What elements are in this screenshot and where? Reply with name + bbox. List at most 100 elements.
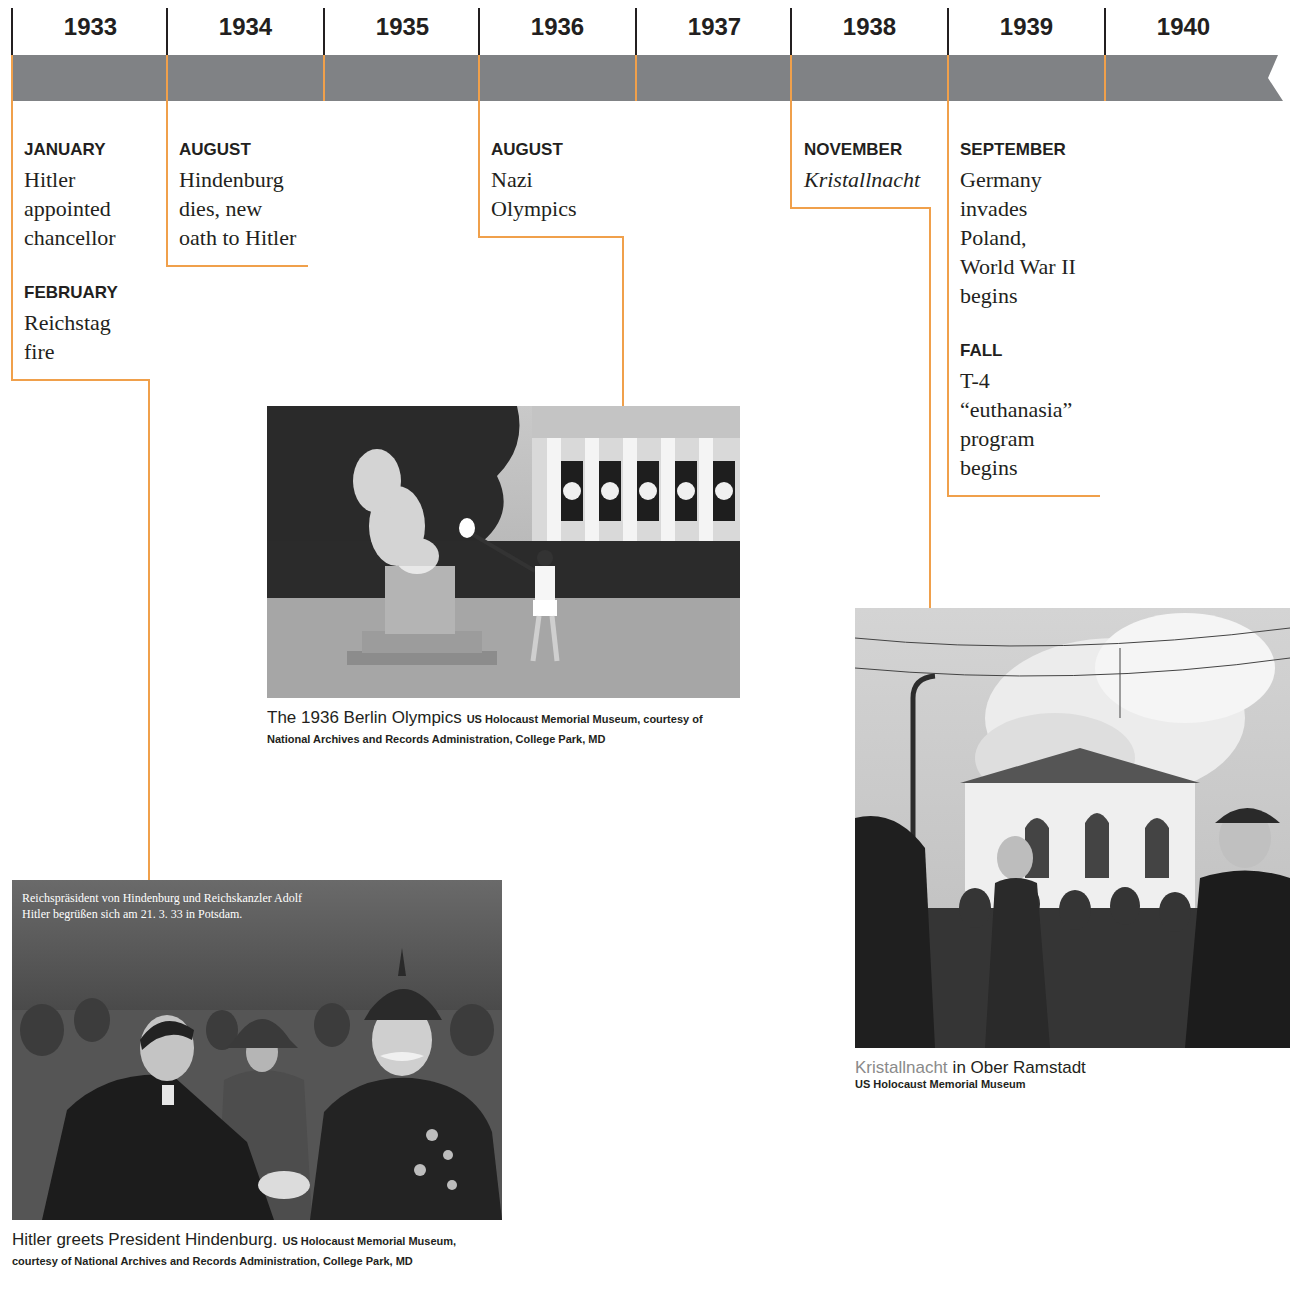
photo-pedestal [347,566,497,665]
timeline-event: JANUARYHitler appointed chancellor [24,139,144,252]
photo-hindenburg-figure [426,1129,438,1141]
photo-banners [563,482,581,500]
event-text: Nazi Olympics [491,165,601,223]
bar-tick [947,55,949,101]
year-tick [1104,8,1106,55]
timeline-column: AUGUSTNazi Olympics [491,139,601,223]
photo-wires [855,658,1290,676]
photo-people [1215,808,1280,823]
photo-banners [561,461,583,521]
year-tick [166,8,168,55]
photo-banners [677,482,695,500]
caption-title: in Ober Ramstadt [953,1058,1086,1077]
photo-olympics [267,406,740,698]
event-month: FEBRUARY [24,282,144,304]
photo-hitler [140,1021,194,1050]
event-text: Germany invades Poland, World War II beg… [960,165,1084,310]
timeline-column: SEPTEMBER Germany invades Poland, World W… [960,139,1084,482]
caption-credit: US Holocaust Memorial Museum [855,1078,1285,1090]
photo-pedestal [347,651,497,665]
year-label: 1933 [12,12,169,42]
caption-credit: US Holocaust Memorial Museum, courtesy o… [267,713,703,745]
photo-crowd [1110,887,1140,925]
photo-smoke [353,449,439,574]
caption-title: The 1936 Berlin Olympics [267,708,462,727]
bar-tick [1104,55,1106,101]
event-month: AUGUST [179,139,304,161]
caption-title: Kristallnacht [855,1058,948,1077]
photo-kristallnacht [855,608,1290,1048]
year-label: 1939 [948,12,1105,42]
bar-tick [12,55,1105,101]
bar-tick [11,55,13,101]
photo-hindenburg-figure [310,948,502,1220]
photo-runner [552,616,557,661]
photo-caption: The 1936 Berlin OlympicsUS Holocaust Mem… [267,708,747,747]
photo-hitler [140,1015,194,1081]
photo-crowd [1159,892,1191,932]
timeline-event: FALLT-4 “euthanasia” program begins [960,340,1084,482]
photo-pedestal [362,631,482,653]
photo-people [997,836,1033,880]
photo-smoke [395,538,439,574]
photo-hindenburg [12,880,502,1220]
photo-olympics [267,406,740,698]
photo-hindenburg-figure [364,989,442,1020]
photo-crowd [1059,890,1091,930]
photo-banners [675,461,697,521]
caption-credit: US Holocaust Memorial Museum, courtesy o… [12,1235,456,1267]
photo-frame: Reichspräsident von Hindenburg und Reich… [12,880,502,1220]
photo-people [855,816,935,1048]
photo-hindenburg-figure [380,1052,424,1061]
photo-inscription: Reichspräsident von Hindenburg und Reich… [22,890,312,922]
year-tick [11,8,13,55]
year-tick [12,8,1105,55]
bar-tick [790,55,792,101]
photo-banners [713,461,735,521]
event-month: FALL [960,340,1084,362]
bar-tick [323,55,325,101]
year-tick [790,8,792,55]
photo-people [1185,871,1290,1049]
photo-people [855,808,1290,1048]
photo-frame: Kristallnachtin Ober RamstadtUS Holocaus… [855,608,1290,1048]
timeline-event: AUGUSTHindenburg dies, new oath to Hitle… [179,139,304,252]
leader-line [12,101,149,880]
photo-wires [1120,648,1121,718]
event-month: SEPTEMBER [960,139,1084,161]
event-text: Hitler appointed chancellor [24,165,144,252]
timeline-bar [12,55,1283,101]
photo-hitler [42,1015,274,1220]
leader-line [167,101,308,266]
year-label: 1940 [1105,12,1262,42]
timeline-column: AUGUSTHindenburg dies, new oath to Hitle… [179,139,304,252]
photo-crowd [20,1004,64,1056]
photo-wires [855,628,1290,646]
photo-pedestal [385,566,455,634]
photo-hindenburg [12,880,502,1220]
year-label: 1934 [167,12,324,42]
bar-tick [166,55,168,101]
leader-line [791,101,930,608]
photo-banners [601,482,619,500]
timeline-bar [12,55,1283,101]
leader-line [948,101,1100,496]
photo-runner [472,534,535,571]
bar-tick [478,55,480,101]
photo-hindenburg-figure [443,1150,453,1160]
timeline-event: AUGUSTNazi Olympics [491,139,601,223]
photo-smoke [353,449,401,513]
photo-hitler [162,1085,174,1105]
photo-crowd [314,1003,350,1047]
photo-synagogue [1085,813,1109,878]
year-tick [323,8,325,55]
photo-runner [459,518,557,661]
photo-soldier [226,1019,298,1048]
photo-banners [599,461,621,521]
year-label: 1937 [636,12,793,42]
timeline-column: NOVEMBERKristallnacht [804,139,934,194]
photo-banners [561,461,735,521]
photo-banners [637,461,659,521]
